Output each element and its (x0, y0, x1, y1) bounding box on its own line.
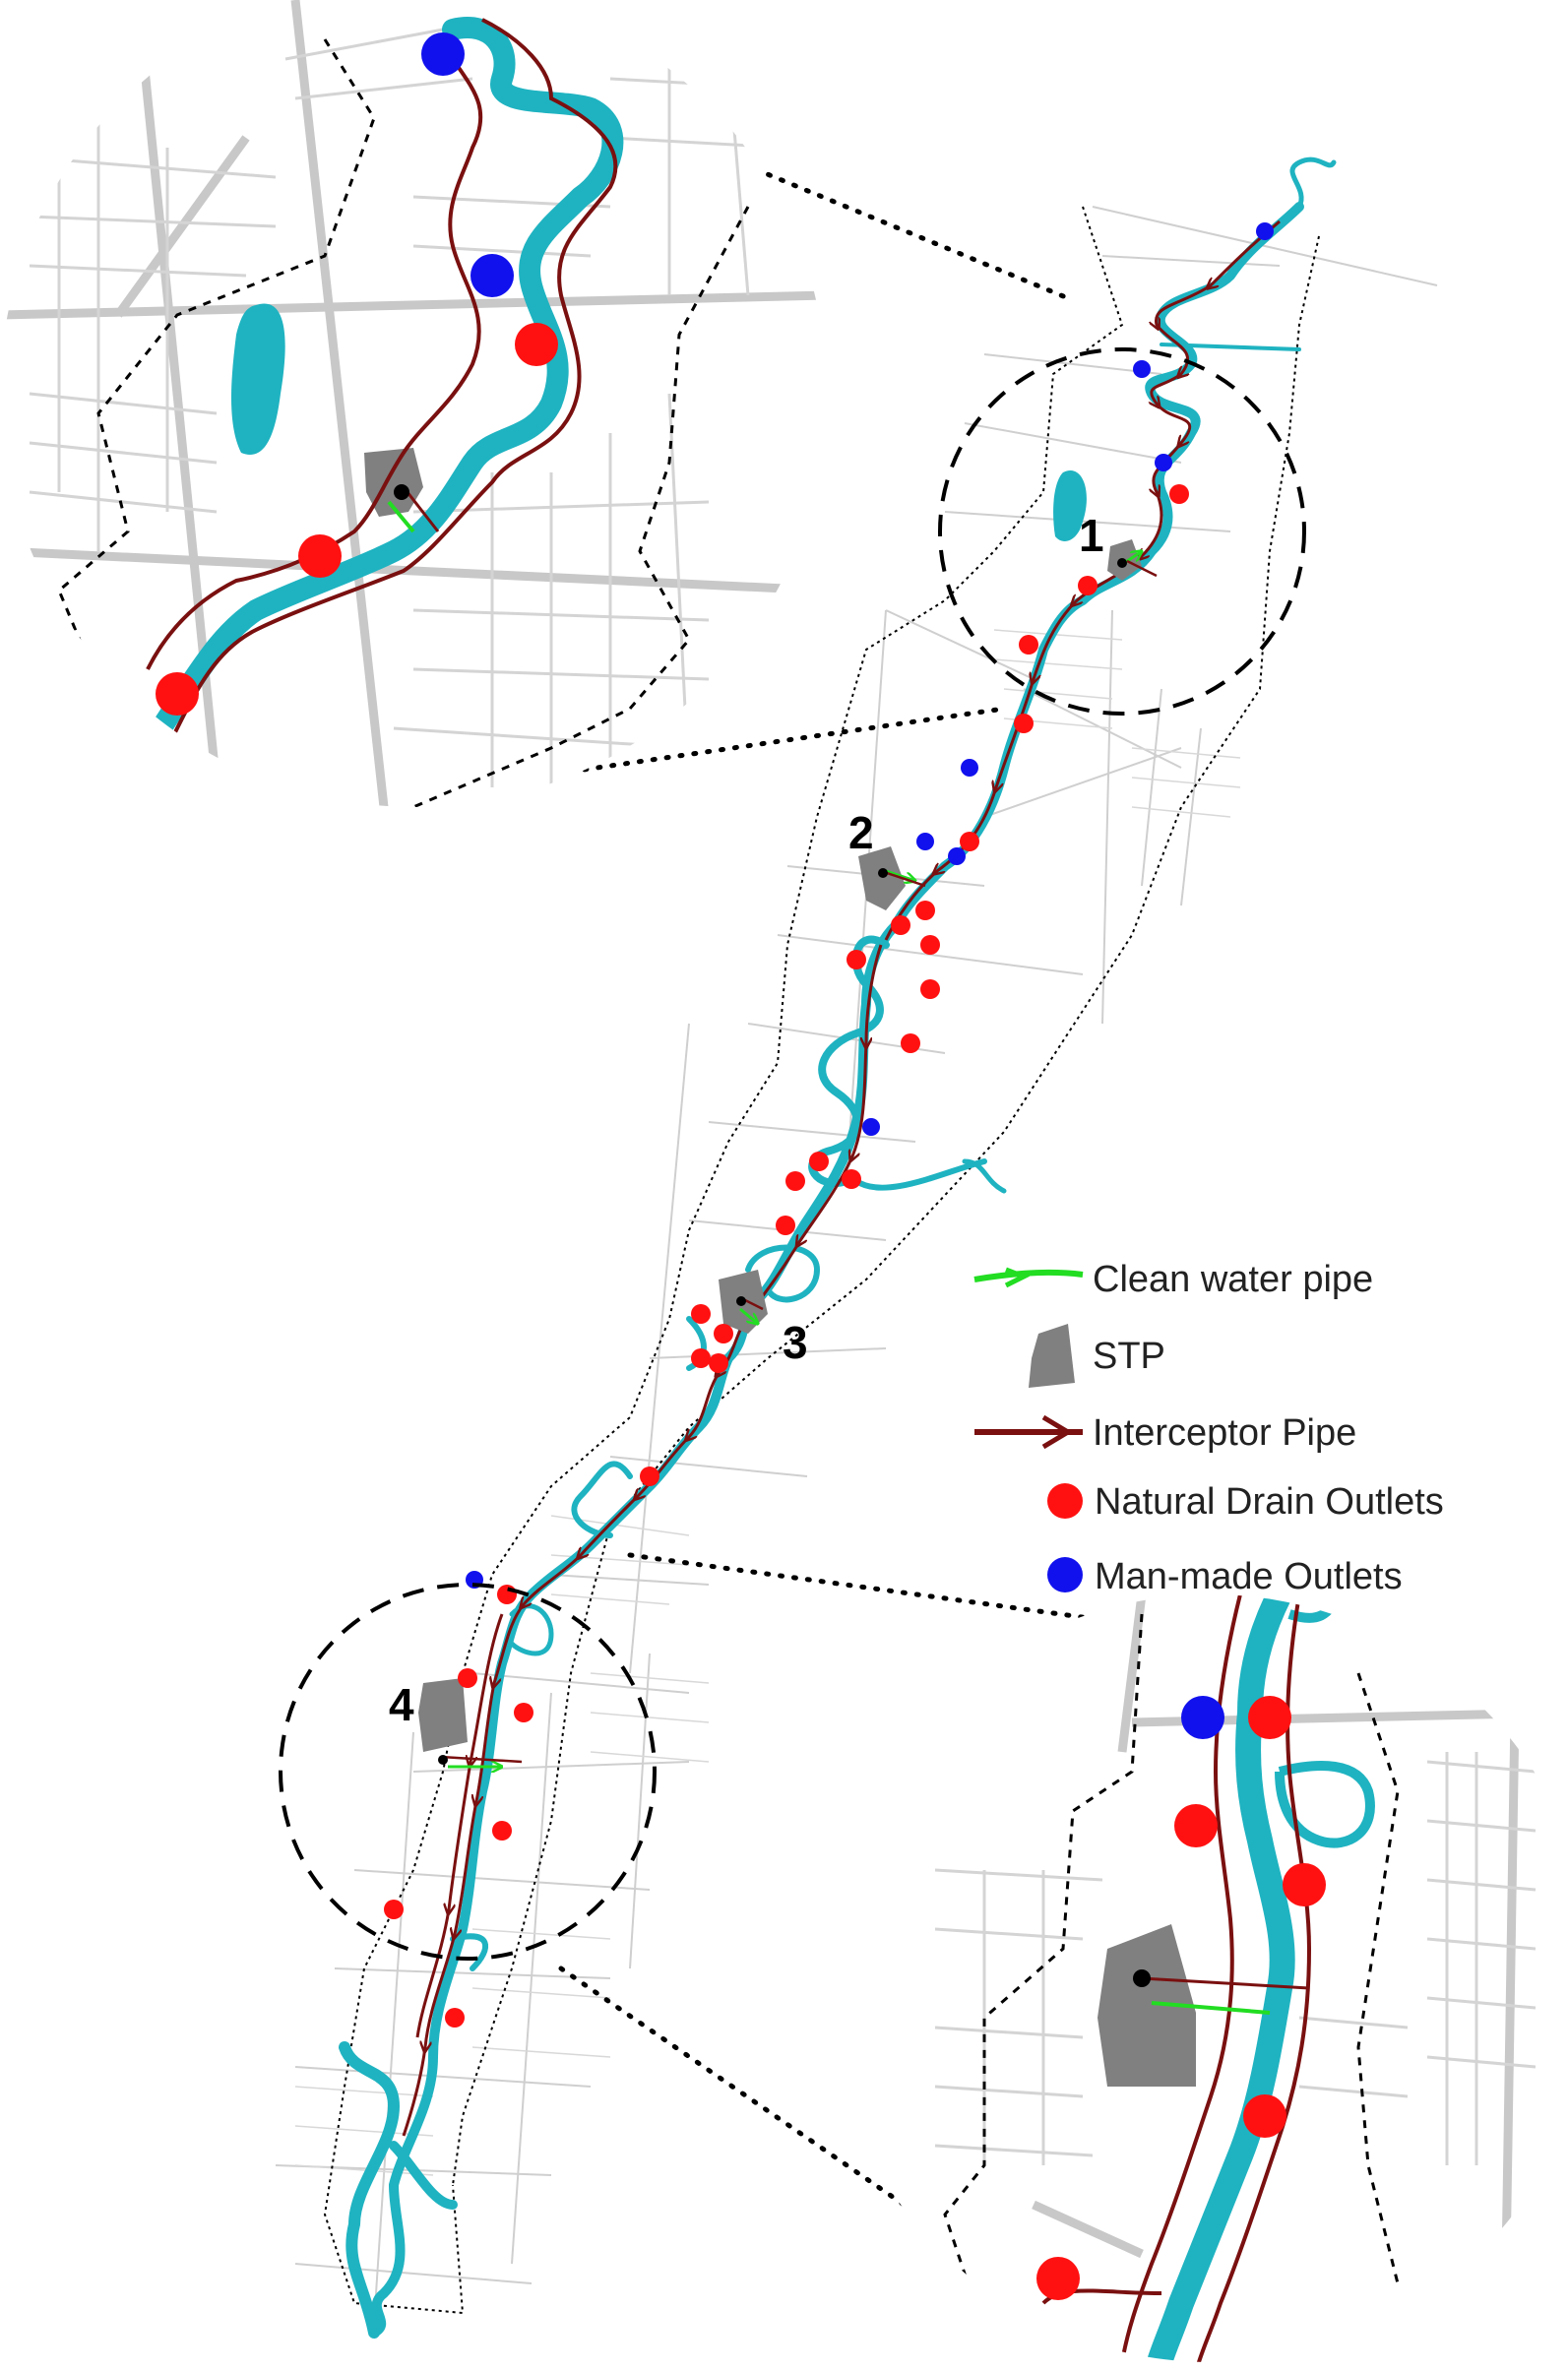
zoom-circle-site1 (938, 347, 1306, 716)
legend-item-stp: STP (1029, 1324, 1165, 1388)
stp-site2 (858, 846, 906, 910)
legend-label-interceptor-pipe: Interceptor Pipe (1093, 1412, 1356, 1454)
legend-item-man-made-outlets: Man-made Outlets (1047, 1556, 1403, 1597)
stp-icon (1029, 1324, 1075, 1388)
legend-label-man-made-outlets: Man-made Outlets (1095, 1556, 1403, 1597)
legend: Clean water pipe STP Interceptor Pipe Na… (973, 1259, 1444, 1597)
interceptor-pipe (402, 219, 1281, 2137)
inset-site1 (0, 0, 827, 807)
man-made-outlets (466, 222, 1274, 1589)
natural-drain-outlets (384, 484, 1189, 2028)
man-made-outlet-icon (1047, 1557, 1083, 1592)
stp-outfall-points (438, 558, 1127, 1765)
stp-inlet-pipes (440, 559, 1158, 1764)
stp-sites (418, 539, 1142, 1752)
legend-item-clean-water-pipe: Clean water pipe (973, 1259, 1373, 1300)
stp-site4 (418, 1678, 468, 1752)
legend-label-clean-water-pipe: Clean water pipe (1093, 1259, 1373, 1300)
inset-site4 (827, 1594, 1568, 2362)
legend-label-stp: STP (1093, 1336, 1165, 1377)
site-label-4: 4 (389, 1679, 414, 1730)
legend-label-natural-drain-outlets: Natural Drain Outlets (1095, 1481, 1444, 1523)
clean-water-pipe-icon (973, 1269, 1084, 1282)
legend-item-natural-drain-outlets: Natural Drain Outlets (1047, 1481, 1444, 1523)
site-label-1: 1 (1079, 510, 1104, 561)
site-label-2: 2 (848, 807, 874, 858)
natural-drain-outlet-icon (1047, 1483, 1083, 1519)
legend-item-interceptor-pipe: Interceptor Pipe (974, 1412, 1356, 1454)
site-label-3: 3 (783, 1317, 808, 1368)
zoom-circle-site4 (279, 1583, 657, 1961)
